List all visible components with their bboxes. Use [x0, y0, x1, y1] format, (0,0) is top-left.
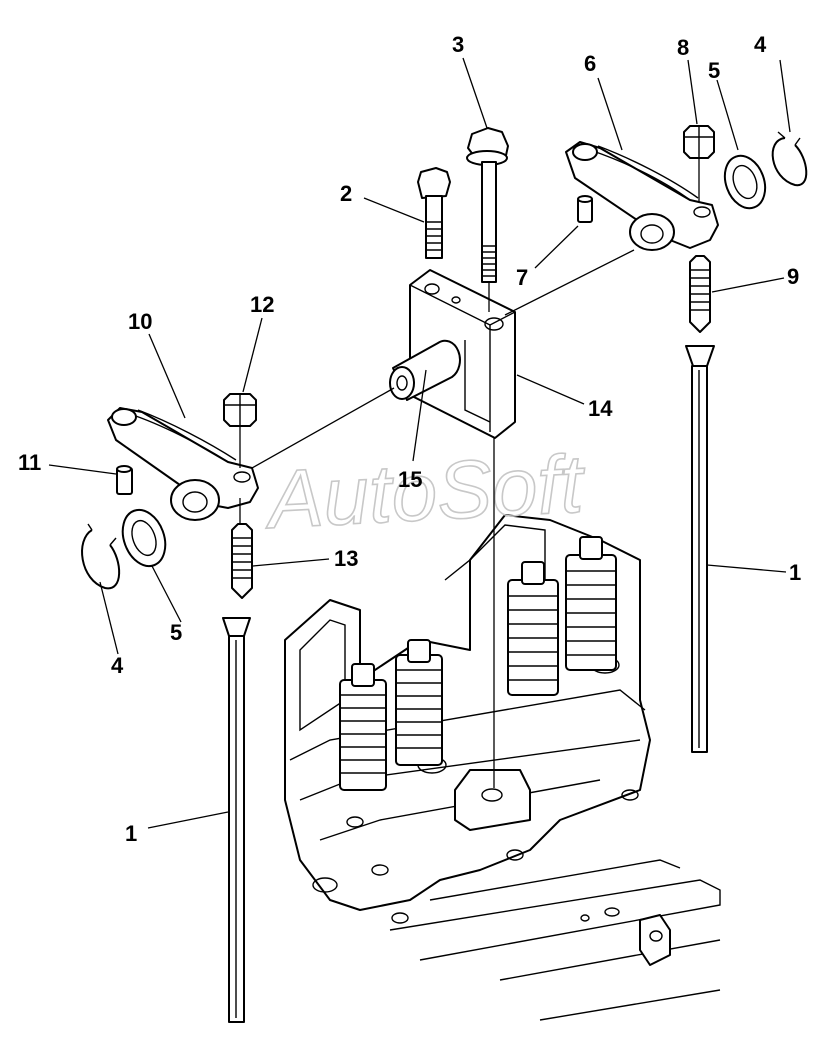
callout-7: 7	[516, 265, 528, 290]
callout-4-right: 4	[754, 32, 767, 57]
adjusting-screw-right	[689, 255, 711, 333]
pin-right	[577, 195, 593, 223]
adjusting-nut-left	[223, 393, 257, 427]
push-rod-left	[222, 617, 251, 1023]
assembly-lines	[239, 158, 700, 788]
callout-4-left: 4	[111, 653, 124, 678]
callout-12: 12	[250, 292, 274, 317]
callout-11: 11	[18, 450, 41, 475]
callout-3: 3	[452, 32, 464, 57]
callout-6: 6	[584, 51, 596, 76]
leader-lines	[48, 57, 791, 829]
callout-10: 10	[128, 309, 152, 334]
callout-labels: 1 1 2 3 4 4 5 5 6 7 8 9 10 11 12 13 14 1…	[18, 32, 801, 846]
callout-15: 15	[398, 467, 422, 492]
valve-spring-left-1	[339, 663, 387, 791]
rocker-arm-right	[565, 141, 719, 251]
callout-8: 8	[677, 35, 689, 60]
callout-2: 2	[340, 181, 352, 206]
washer-right	[723, 154, 767, 210]
valve-spring-right-1	[507, 561, 559, 696]
valve-spring-right-2	[565, 536, 617, 671]
bolt-short	[417, 167, 451, 259]
callout-9: 9	[787, 264, 799, 289]
washer-left	[121, 508, 167, 568]
callout-1-left: 1	[125, 821, 137, 846]
adjusting-nut-right	[683, 125, 715, 159]
bolt-long	[466, 127, 509, 283]
callout-5-left: 5	[170, 620, 182, 645]
callout-14: 14	[588, 396, 613, 421]
callout-13: 13	[334, 546, 358, 571]
rocker-arm-left	[107, 407, 259, 521]
snap-ring-left	[81, 523, 121, 590]
snap-ring-right	[771, 131, 808, 187]
pin-left	[116, 465, 133, 495]
watermark: AutoSoft	[261, 438, 588, 546]
push-rod-right	[685, 345, 715, 753]
callout-5-right: 5	[708, 58, 720, 83]
cylinder-head	[284, 514, 721, 1021]
callout-1-right: 1	[789, 560, 801, 585]
valve-spring-left-2	[395, 639, 443, 766]
adjusting-screw-left	[231, 523, 253, 599]
